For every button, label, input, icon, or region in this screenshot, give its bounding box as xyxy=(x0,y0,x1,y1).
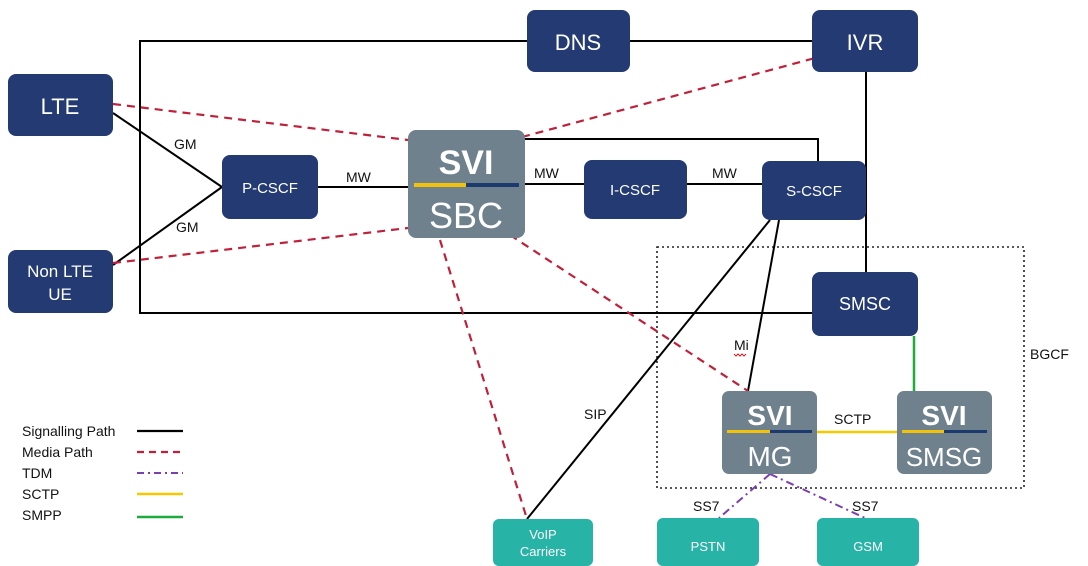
bgcf-label: BGCF xyxy=(1030,346,1069,362)
link-scscf-mg xyxy=(747,219,780,392)
legend-label-media: Media Path xyxy=(22,444,93,460)
mw-label-1: MW xyxy=(346,169,372,185)
gsm-label: GSM xyxy=(853,539,883,554)
smsg-brand: SVI xyxy=(921,400,966,431)
media-sbc-ivr xyxy=(521,56,816,139)
legend-label-sctp: SCTP xyxy=(22,486,59,502)
smsg-brand-bar-yellow xyxy=(902,430,944,433)
pstn-label: PSTN xyxy=(691,539,726,554)
link-lte-pcscf xyxy=(112,112,223,188)
svi-sbc-node: SVI SBC xyxy=(408,130,525,238)
pcscf-label: P-CSCF xyxy=(242,180,298,197)
mg-brand: SVI xyxy=(747,400,792,431)
legend: Signalling Path Media Path TDM SCTP SMPP xyxy=(22,423,183,523)
sbc-brand: SVI xyxy=(439,144,494,182)
non-lte-ue-node: Non LTE UE xyxy=(8,250,113,313)
scscf-label: S-CSCF xyxy=(786,183,842,200)
mw-label-3: MW xyxy=(712,165,738,181)
ivr-node: IVR xyxy=(812,10,918,72)
bgcf-boundary xyxy=(656,246,1025,489)
legend-label-signalling: Signalling Path xyxy=(22,423,115,439)
lte-label: LTE xyxy=(41,94,80,119)
lte-node: LTE xyxy=(8,74,113,136)
pstn-node: PSTN xyxy=(657,518,759,566)
voip-label-line2: Carriers xyxy=(520,544,567,559)
media-nonlte-sbc xyxy=(112,226,409,265)
sbc-brand-bar-navy xyxy=(466,183,519,187)
sctp-label: SCTP xyxy=(834,411,871,427)
mi-underline-squiggle xyxy=(733,353,747,357)
icscf-label: I-CSCF xyxy=(610,182,660,199)
media-sbc-mg xyxy=(509,234,749,392)
link-scscf-voip xyxy=(526,219,771,520)
mi-label: Mi xyxy=(734,337,749,353)
link-dns-to-smsc-loop xyxy=(139,40,812,314)
media-links xyxy=(112,56,816,520)
dns-node: DNS xyxy=(527,10,630,72)
link-nonlte-pcscf xyxy=(112,186,223,266)
link-sbc-scscf-top xyxy=(525,138,819,161)
tdm-links xyxy=(718,473,866,519)
icscf-node: I-CSCF xyxy=(584,160,687,219)
voip-label-line1: VoIP xyxy=(529,527,556,542)
ss7-left-label: SS7 xyxy=(693,498,720,514)
svi-smsg-node: SVI SMSG xyxy=(897,391,992,474)
scscf-node: S-CSCF xyxy=(762,161,866,220)
sip-label: SIP xyxy=(584,406,607,422)
dns-label: DNS xyxy=(555,30,601,55)
legend-label-smpp: SMPP xyxy=(22,507,62,523)
svi-mg-node: SVI MG xyxy=(722,391,817,474)
pcscf-node: P-CSCF xyxy=(222,155,318,219)
gm-top-label: GM xyxy=(174,136,197,152)
link-labels: GM GM MW MW MW Mi SIP SCTP SS7 SS7 BGCF xyxy=(174,136,1069,514)
ss7-right-label: SS7 xyxy=(852,498,879,514)
signalling-links xyxy=(112,40,867,520)
sbc-product-label: SBC xyxy=(429,195,503,236)
tdm-mg-gsm xyxy=(769,473,866,519)
legend-label-tdm: TDM xyxy=(22,465,52,481)
ivr-label: IVR xyxy=(847,30,884,55)
smsg-brand-bar-navy xyxy=(944,430,987,433)
tdm-mg-pstn xyxy=(718,473,771,519)
media-sbc-voip xyxy=(438,239,529,520)
smsc-node: SMSC xyxy=(812,272,918,336)
smsc-label: SMSC xyxy=(839,294,891,314)
gm-bottom-label: GM xyxy=(176,219,199,235)
mg-brand-bar-navy xyxy=(770,430,812,433)
non-lte-label-line2: UE xyxy=(48,285,72,304)
smsg-product-label: SMSG xyxy=(906,442,983,472)
gsm-node: GSM xyxy=(817,518,919,566)
sbc-brand-bar-yellow xyxy=(414,183,466,187)
mg-product-label: MG xyxy=(747,441,792,472)
non-lte-label-line1: Non LTE xyxy=(27,262,93,281)
media-lte-sbc xyxy=(112,102,409,142)
voip-carriers-node: VoIP Carriers xyxy=(493,519,593,566)
mw-label-2: MW xyxy=(534,165,560,181)
mg-brand-bar-yellow xyxy=(727,430,770,433)
